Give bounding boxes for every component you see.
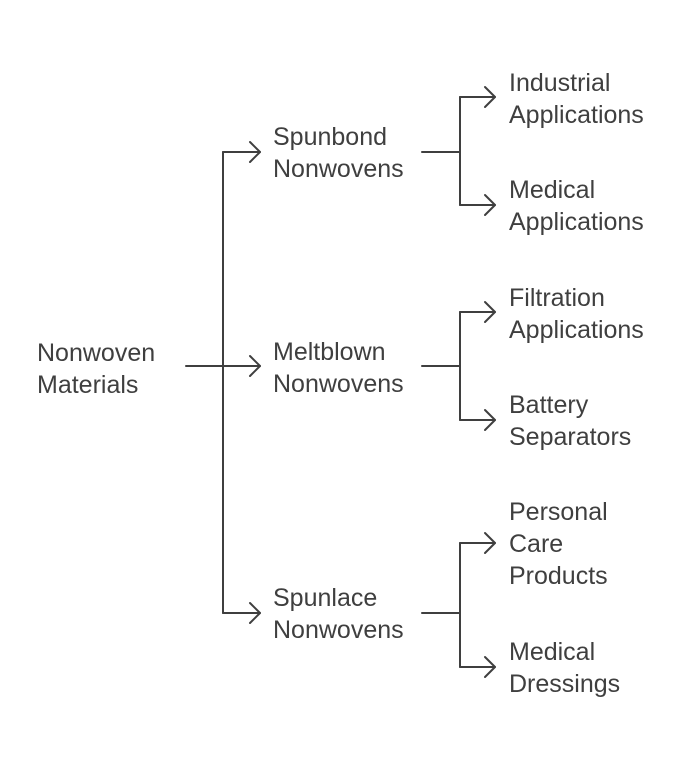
- leaf-label-line: Separators: [509, 423, 631, 451]
- branch-label-line: Nonwovens: [273, 370, 404, 398]
- arrow-head-meltblown-icon: [249, 355, 261, 377]
- meltblown-connectors: [421, 301, 496, 431]
- branch-label-line: Meltblown: [273, 338, 386, 366]
- arrow-head-medical-dressings-icon: [484, 656, 496, 678]
- arrow-head-spunlace-icon: [249, 602, 261, 624]
- leaf-label-line: Care: [509, 530, 563, 558]
- leaf-label-line: Filtration: [509, 284, 605, 312]
- root-node: Nonwoven Materials: [37, 339, 162, 399]
- leaf-label-line: Applications: [509, 208, 644, 236]
- leaf-node-medical-dressings: Medical Dressings: [509, 638, 620, 698]
- leaf-label-line: Dressings: [509, 670, 620, 698]
- arrow-head-industrial-icon: [484, 86, 496, 108]
- branch-label-line: Nonwovens: [273, 155, 404, 183]
- root-connectors: [185, 141, 261, 624]
- branch-node-spunlace: Spunlace Nonwovens: [273, 584, 404, 644]
- leaf-node-filtration-applications: Filtration Applications: [509, 284, 644, 344]
- leaf-label-line: Industrial: [509, 69, 610, 97]
- root-label-line: Nonwoven: [37, 339, 155, 367]
- spunbond-connectors: [421, 86, 496, 216]
- arrow-head-personal-care-icon: [484, 532, 496, 554]
- spunlace-connectors: [421, 532, 496, 678]
- leaf-label-line: Battery: [509, 391, 589, 419]
- leaf-node-battery-separators: Battery Separators: [509, 391, 631, 451]
- branch-label-line: Nonwovens: [273, 616, 404, 644]
- branch-node-meltblown: Meltblown Nonwovens: [273, 338, 404, 398]
- branch-node-spunbond: Spunbond Nonwovens: [273, 123, 404, 183]
- leaf-label-line: Applications: [509, 101, 644, 129]
- root-label-line: Materials: [37, 371, 138, 399]
- arrow-head-filtration-icon: [484, 301, 496, 323]
- leaf-label-line: Products: [509, 562, 608, 590]
- leaf-node-industrial-applications: Industrial Applications: [509, 69, 644, 129]
- branch-label-line: Spunlace: [273, 584, 377, 612]
- leaf-node-personal-care-products: Personal Care Products: [509, 498, 615, 590]
- leaf-label-line: Personal: [509, 498, 608, 526]
- leaf-label-line: Applications: [509, 316, 644, 344]
- arrow-head-medical-applications-icon: [484, 194, 496, 216]
- leaf-label-line: Medical: [509, 176, 595, 204]
- leaf-label-line: Medical: [509, 638, 595, 666]
- arrow-head-spunbond-icon: [249, 141, 261, 163]
- arrow-head-battery-icon: [484, 409, 496, 431]
- leaf-node-medical-applications: Medical Applications: [509, 176, 644, 236]
- branch-label-line: Spunbond: [273, 123, 387, 151]
